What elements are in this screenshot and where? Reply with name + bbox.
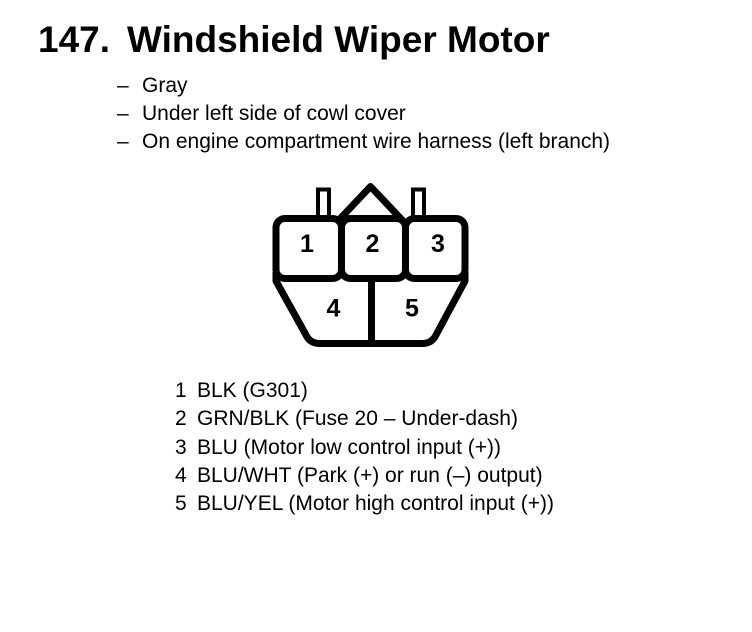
pin-number: 2 — [175, 407, 187, 431]
cavity-label-3: 3 — [431, 230, 445, 258]
note-color: – Gray — [117, 72, 610, 100]
pin-list: 1 BLK (G301) 2 GRN/BLK (Fuse 20 – Under-… — [175, 377, 554, 518]
pin-wire-description: GRN/BLK (Fuse 20 – Under-dash) — [197, 407, 518, 431]
pin-number: 5 — [175, 492, 187, 516]
pin-number: 3 — [175, 435, 187, 459]
connector-cavity-1 — [272, 215, 345, 282]
pin-number: 1 — [175, 379, 187, 402]
pin-wire-description: BLU/YEL (Motor high control input (+)) — [197, 492, 554, 516]
note-text: Under left side of cowl cover — [142, 102, 406, 125]
cavity-label-2: 2 — [366, 230, 380, 258]
note-dash: – — [117, 74, 129, 97]
connector-number: 147. — [38, 19, 111, 60]
pin-row: 5 BLU/YEL (Motor high control input (+)) — [175, 490, 554, 518]
cavity-label-5: 5 — [405, 295, 419, 323]
note-dash: – — [117, 102, 129, 125]
pin-wire-description: BLU/WHT (Park (+) or run (–) output) — [197, 463, 543, 487]
pin-wire-description: BLK (G301) — [197, 379, 308, 402]
pin-wire-description: BLU (Motor low control input (+)) — [197, 435, 502, 459]
note-text: Gray — [142, 74, 188, 97]
connector-cavity-3 — [402, 215, 469, 282]
note-text: On engine compartment wire harness (left… — [142, 130, 611, 153]
connector-lower-shell — [272, 272, 469, 347]
connector-notes: – Gray – Under left side of cowl cover –… — [117, 72, 610, 156]
connector-heading: 147. Windshield Wiper Motor — [38, 21, 550, 58]
page-title: Windshield Wiper Motor — [127, 19, 550, 60]
pin-row: 2 GRN/BLK (Fuse 20 – Under-dash) — [175, 405, 554, 433]
pin-row: 4 BLU/WHT (Park (+) or run (–) output) — [175, 462, 554, 490]
connector-cavity-2 — [338, 215, 409, 282]
pin-row: 3 BLU (Motor low control input (+)) — [175, 434, 554, 462]
connector-index-tab-left — [316, 187, 331, 220]
pin-row: 1 BLK (G301) — [175, 377, 554, 405]
note-harness: – On engine compartment wire harness (le… — [117, 128, 610, 156]
cavity-label-1: 1 — [300, 230, 314, 258]
pin-number: 4 — [175, 463, 187, 487]
note-location: – Under left side of cowl cover — [117, 100, 610, 128]
connector-peak — [334, 183, 407, 225]
note-dash: – — [117, 130, 129, 153]
cavity-label-4: 4 — [327, 295, 341, 323]
connector-index-tab-right — [411, 187, 426, 220]
